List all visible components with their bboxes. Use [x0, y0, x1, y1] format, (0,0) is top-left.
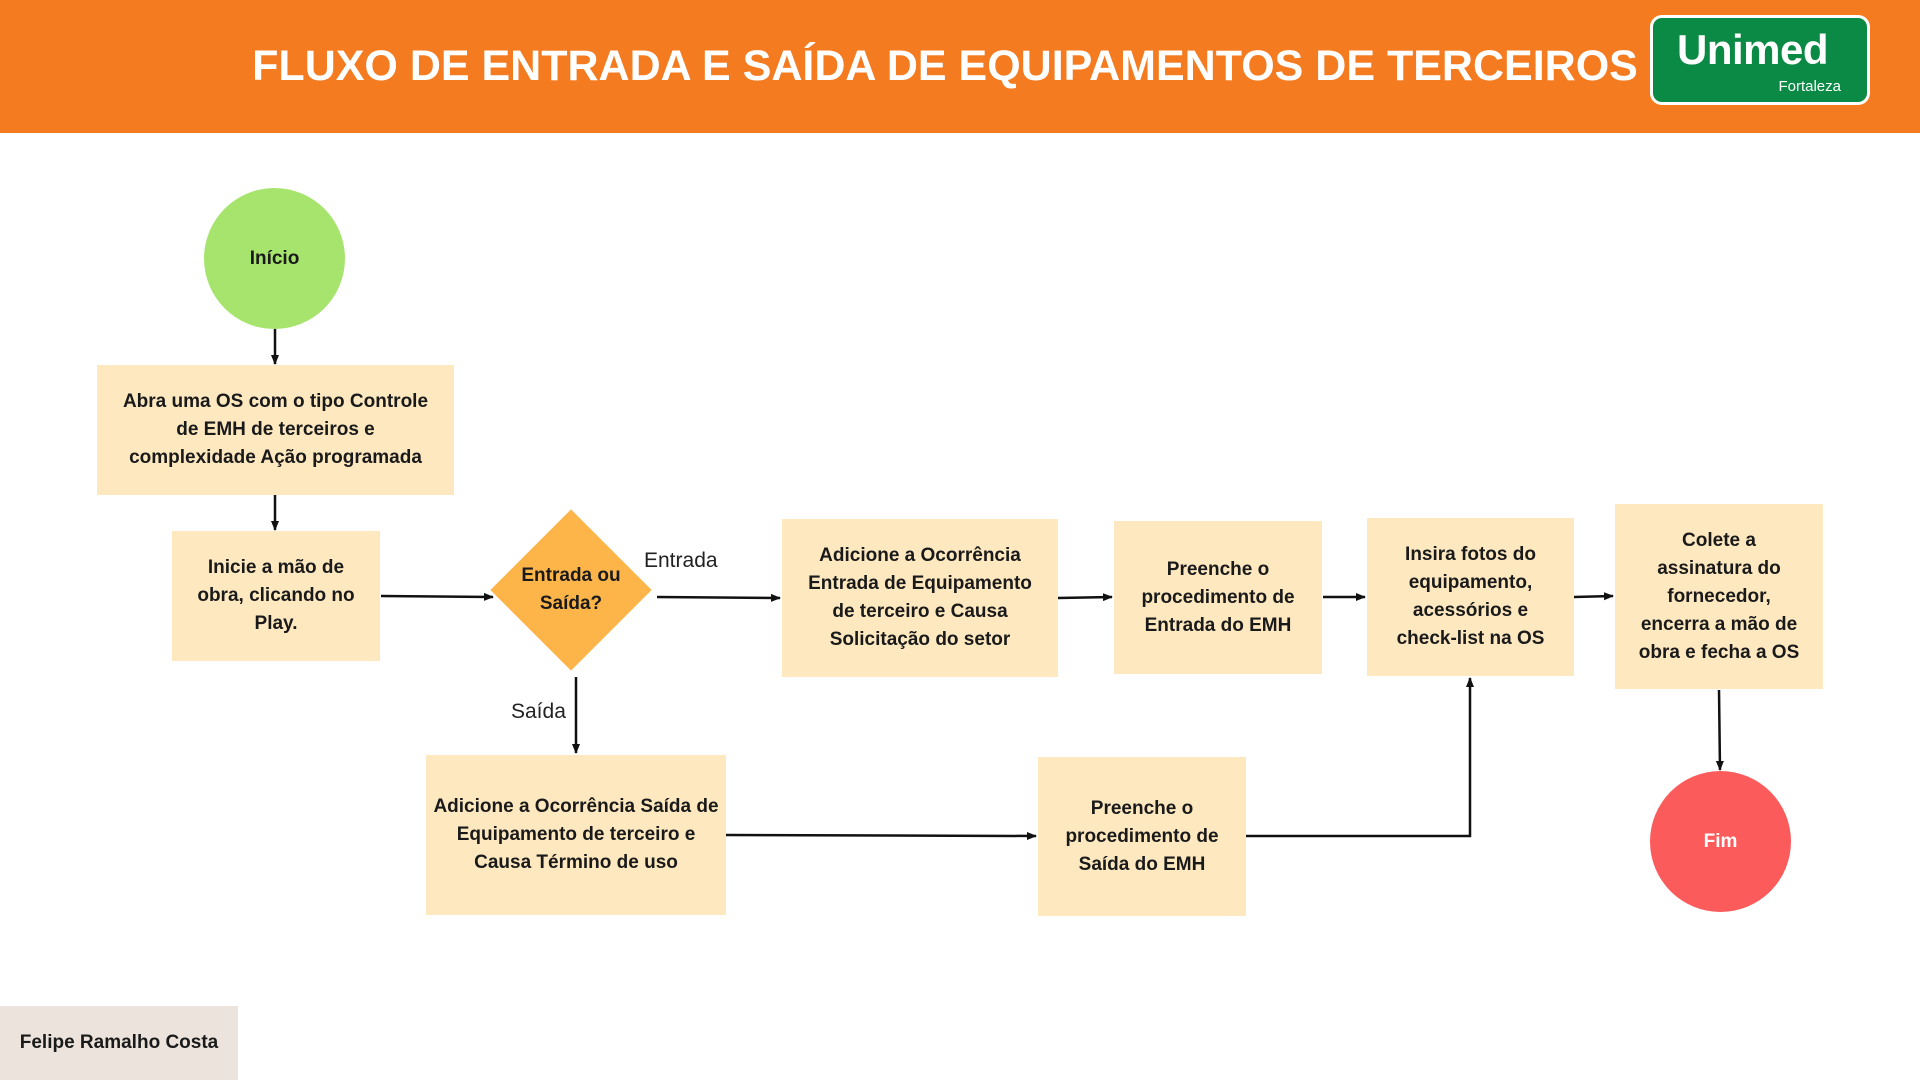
photos-step: Insira fotos do equipamento, acessórios …: [1367, 518, 1574, 676]
logo-name: Unimed: [1677, 26, 1829, 73]
arrow-decision-to-add-entrada: [656, 593, 781, 602]
unimed-logo: Unimed Fortaleza: [1650, 15, 1870, 105]
arrow-add-entrada-to-fill-entrada: [1057, 593, 1113, 602]
arrow-start-labor-to-decision: [380, 592, 494, 601]
add-saida-step: Adicione a Ocorrência Saída de Equipamen…: [426, 755, 726, 915]
fill-entrada-step: Preenche o procedimento de Entrada do EM…: [1114, 521, 1322, 674]
page-title: FLUXO DE ENTRADA E SAÍDA DE EQUIPAMENTOS…: [252, 41, 1638, 90]
open-os-step: Abra uma OS com o tipo Controle de EMH d…: [97, 365, 454, 495]
header-banner: FLUXO DE ENTRADA E SAÍDA DE EQUIPAMENTOS…: [0, 0, 1920, 133]
fill-saida-step: Preenche o procedimento de Saída do EMH: [1038, 757, 1246, 916]
edge-label-entrada: Entrada: [644, 549, 718, 572]
arrow-signature-to-end: [1715, 689, 1724, 771]
add-entrada-step: Adicione a Ocorrência Entrada de Equipam…: [782, 519, 1058, 677]
arrow-fill-saida-to-photos: [1246, 677, 1474, 838]
end-node: Fim: [1650, 771, 1791, 912]
start-node: Início: [204, 188, 345, 329]
logo-subtitle: Fortaleza: [1778, 78, 1841, 95]
arrow-add-saida-to-fill-saida: [725, 831, 1037, 840]
edge-label-saida: Saída: [511, 700, 566, 723]
signature-step: Colete a assinatura do fornecedor, encer…: [1615, 504, 1823, 689]
arrow-photos-to-signature: [1573, 592, 1614, 601]
start-labor-step: Inicie a mão de obra, clicando no Play.: [172, 531, 380, 661]
decision-label: Entrada ou Saída?: [521, 565, 621, 614]
author-credit: Felipe Ramalho Costa: [0, 1006, 238, 1080]
